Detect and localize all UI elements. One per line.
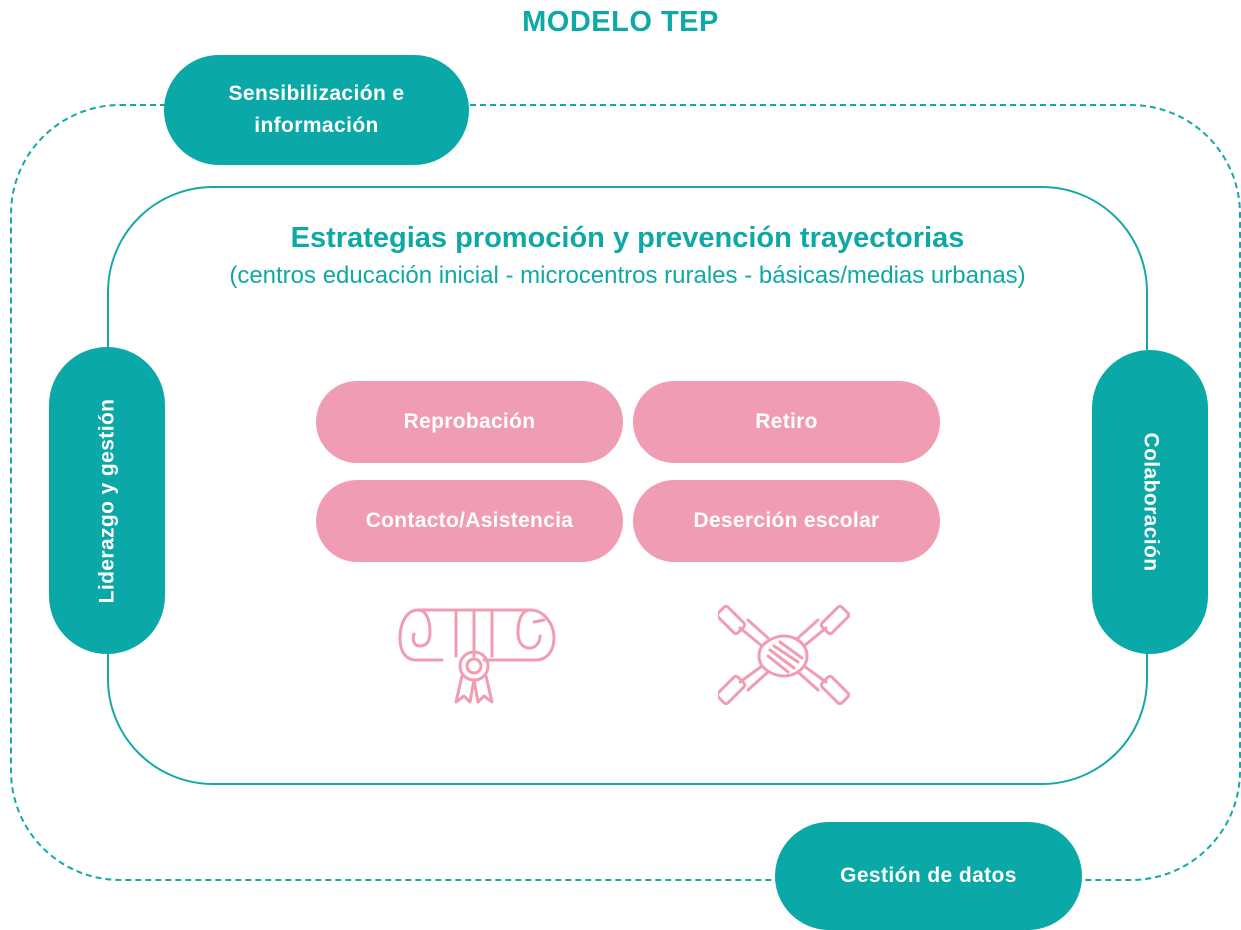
pill-liderazgo-label: Liderazgo y gestión [95,398,119,603]
pill-liderazgo: Liderazgo y gestión [49,347,165,654]
outer-dashed-frame [10,104,1241,881]
pill-colaboracion-label: Colaboración [1139,432,1163,572]
diagram-title: MODELO TEP [522,6,719,38]
pill-colaboracion: Colaboración [1092,350,1208,654]
pill-sensibilizacion-label: Sensibilización e información [228,82,405,137]
pill-sensibilizacion: Sensibilización e información [164,55,469,165]
indicator-contacto-asistencia: Contacto/Asistencia [316,480,623,562]
center-heading: Estrategias promoción y prevención traye… [290,222,965,254]
indicator-retiro: Retiro [633,381,940,463]
diploma-icon [398,608,556,704]
teamwork-hands-icon [718,604,850,706]
indicator-reprobacion: Reprobación [316,381,623,463]
pill-gestion-datos-label: Gestión de datos [840,864,1017,887]
center-subheading: (centros educación inicial - microcentro… [229,262,1026,289]
pill-gestion-datos: Gestión de datos [775,822,1082,930]
indicator-desercion-escolar: Deserción escolar [633,480,940,562]
